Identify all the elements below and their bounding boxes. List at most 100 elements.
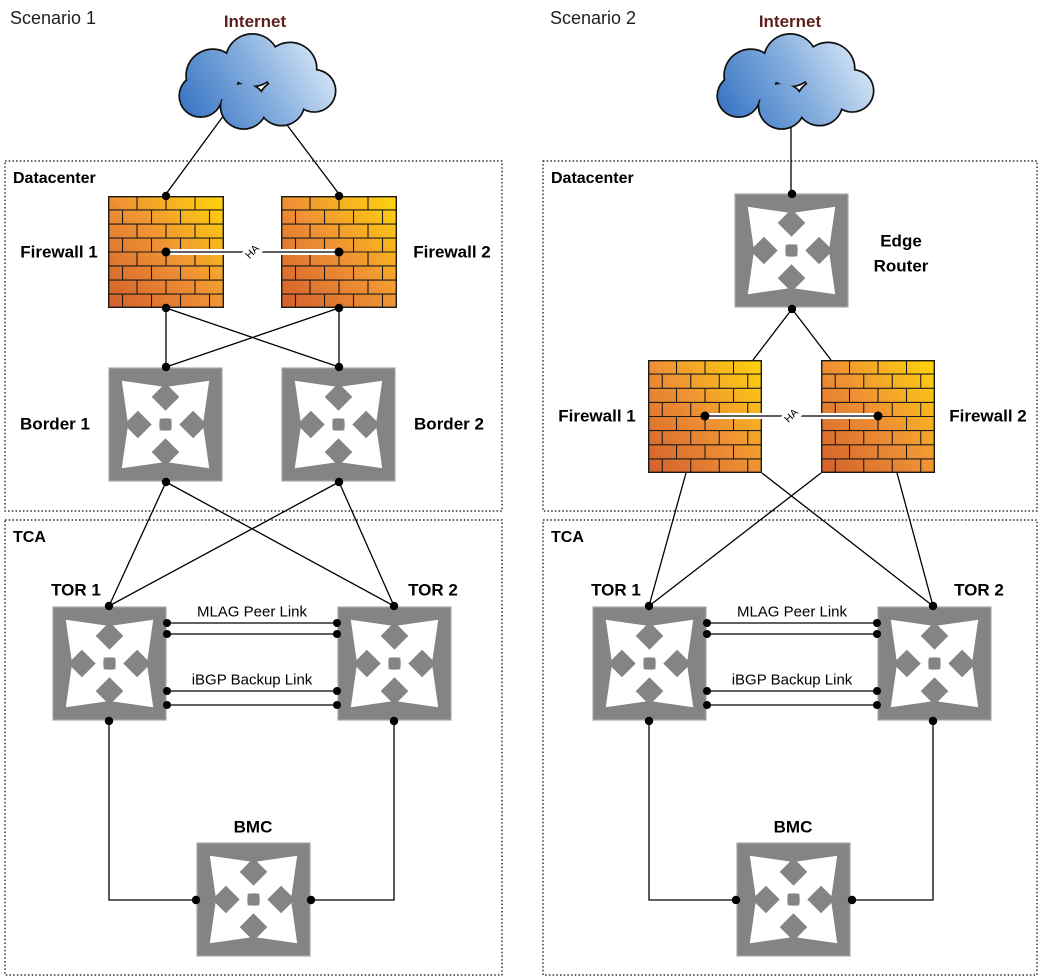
connection-dot — [104, 716, 114, 726]
border-1-switch-icon — [108, 367, 223, 482]
tor-1-label: TOR 1 — [591, 581, 641, 600]
connection-dot — [703, 701, 711, 709]
tor-2-label: TOR 2 — [408, 581, 458, 600]
tor-2-label: TOR 2 — [954, 581, 1004, 600]
link-tor2-bmc — [311, 721, 395, 901]
connection-dot — [333, 619, 341, 627]
link-firewall1-tor1 — [648, 472, 687, 607]
link-edge-router-firewall1 — [752, 308, 793, 361]
firewall-1-label: Firewall 1 — [558, 407, 635, 426]
connection-dot — [389, 716, 399, 726]
link-tor1-bmc — [108, 721, 196, 901]
link-tor1-bmc — [648, 721, 736, 901]
connection-dot — [306, 895, 316, 905]
connection-dot — [928, 716, 938, 726]
s1-links — [108, 114, 395, 901]
connection-dot — [644, 716, 654, 726]
connection-dot — [873, 630, 881, 638]
connection-dot — [161, 191, 171, 201]
scenario-2-title: Scenario 2 — [550, 8, 636, 28]
link-firewall1-tor2 — [761, 472, 934, 607]
connection-dot — [873, 701, 881, 709]
tor-1-switch-icon — [52, 606, 167, 721]
internet-label: Internet — [759, 12, 822, 31]
edge-router-label-line2: Router — [874, 257, 929, 276]
edge-router-icon — [734, 193, 849, 308]
datacenter-zone-label: Datacenter — [13, 170, 96, 187]
link-firewall2-tor1 — [648, 472, 822, 607]
link-tor2-bmc — [852, 721, 934, 901]
link-border2-tor2 — [338, 481, 395, 607]
border-2-switch-icon — [281, 367, 396, 482]
connection-dot — [161, 247, 171, 257]
edge-router-label-line1: Edge — [880, 232, 922, 251]
scenario-2: HA Scenario 2 Internet Datacenter — [542, 8, 1038, 976]
connection-dot — [161, 303, 171, 313]
bmc-label: BMC — [234, 818, 273, 837]
connection-dot — [334, 477, 344, 487]
tor-1-switch-icon — [592, 606, 707, 721]
connection-dot — [333, 630, 341, 638]
link-border1-tor1 — [108, 481, 167, 607]
bmc-label: BMC — [774, 818, 813, 837]
connection-dot — [191, 895, 201, 905]
link-border1-tor2 — [165, 481, 395, 607]
connection-dot — [731, 895, 741, 905]
firewall-1-label: Firewall 1 — [20, 243, 97, 262]
connection-dot — [847, 895, 857, 905]
connection-dot — [163, 687, 171, 695]
connection-dot — [104, 601, 114, 611]
datacenter-zone-label: Datacenter — [551, 170, 634, 187]
ha-label-bg — [239, 239, 266, 265]
border-1-label: Border 1 — [20, 415, 90, 434]
connection-dot — [163, 619, 171, 627]
connection-dot — [334, 362, 344, 372]
link-firewall2-border1 — [165, 307, 340, 368]
tca-zone-label: TCA — [551, 529, 584, 546]
connection-dot — [161, 477, 171, 487]
connection-dot — [333, 687, 341, 695]
connection-dot — [644, 601, 654, 611]
s2-connection-dots — [644, 189, 938, 905]
connection-dot — [873, 411, 883, 421]
datacenter-zone — [4, 160, 503, 512]
link-edge-router-firewall2 — [791, 308, 832, 361]
ibgp-backup-link-label: iBGP Backup Link — [192, 672, 313, 689]
link-internet-firewall2 — [280, 116, 340, 195]
connection-dot — [700, 411, 710, 421]
ibgp-backup-link-label: iBGP Backup Link — [732, 672, 853, 689]
tor-1-label: TOR 1 — [51, 581, 101, 600]
scenario-1: HA — [4, 8, 503, 976]
connection-dot — [703, 687, 711, 695]
s1-connection-dots — [104, 191, 399, 905]
mlag-peer-link-label: MLAG Peer Link — [737, 604, 848, 621]
connection-dot — [334, 191, 344, 201]
connection-dot — [873, 619, 881, 627]
ha-label-group: HA — [778, 403, 805, 429]
tor-2-switch-icon — [877, 606, 992, 721]
connection-dot — [787, 189, 797, 199]
internet-label: Internet — [224, 12, 287, 31]
bmc-switch-icon — [736, 842, 851, 957]
bmc-switch-icon — [196, 842, 311, 957]
s2-links — [648, 115, 934, 901]
border-2-label: Border 2 — [414, 415, 484, 434]
tor-2-switch-icon — [337, 606, 452, 721]
connection-dot — [334, 303, 344, 313]
connection-dot — [787, 304, 797, 314]
connection-dot — [873, 687, 881, 695]
connection-dot — [333, 701, 341, 709]
firewall-2-label: Firewall 2 — [949, 407, 1026, 426]
scenario-1-title: Scenario 1 — [10, 8, 96, 28]
firewall-2-label: Firewall 2 — [413, 243, 490, 262]
tca-zone-label: TCA — [13, 529, 46, 546]
link-firewall2-tor2 — [896, 472, 934, 607]
connection-dot — [703, 630, 711, 638]
internet-cloud-icon — [716, 33, 875, 130]
link-internet-firewall1 — [165, 114, 225, 195]
connection-dot — [163, 701, 171, 709]
connection-dot — [389, 601, 399, 611]
tca-zone — [4, 519, 503, 976]
